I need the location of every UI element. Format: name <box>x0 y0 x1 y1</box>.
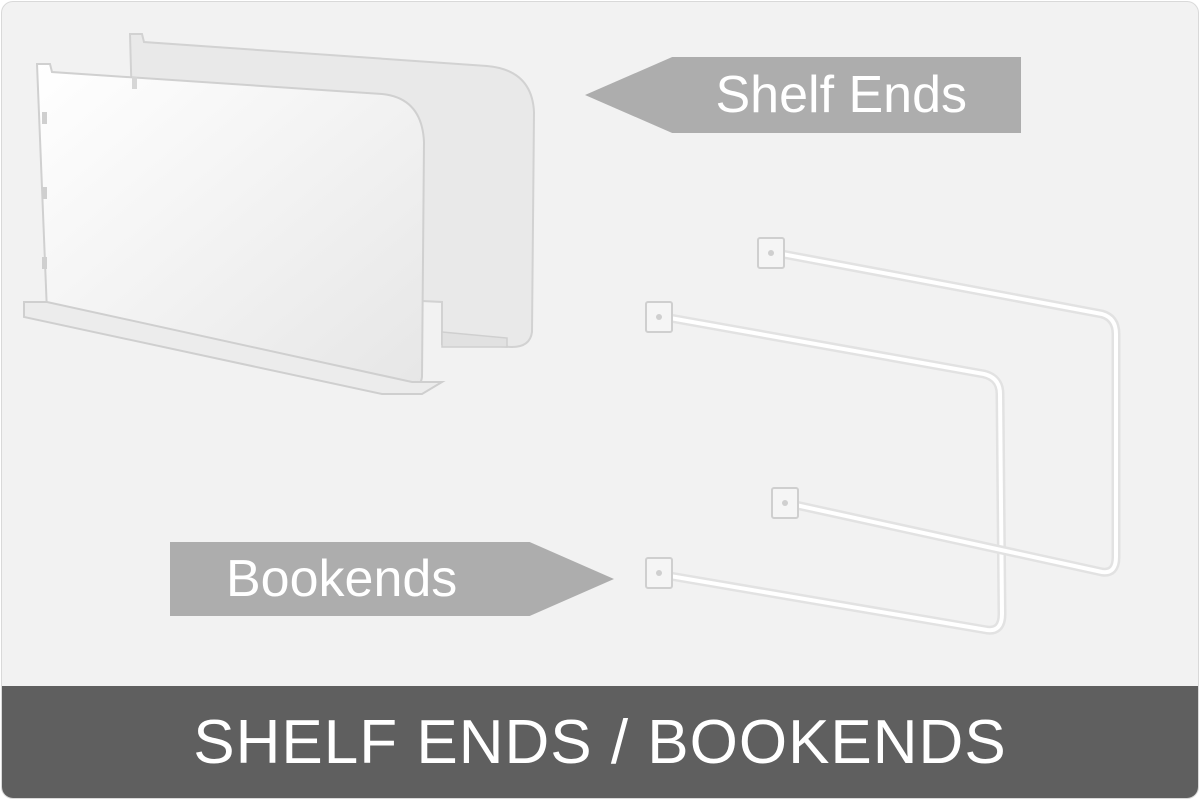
shelf-ends-label: Shelf Ends <box>715 66 968 124</box>
bookend-mount-blocks <box>645 237 799 589</box>
bookends-arrow-tag: Bookends <box>170 542 614 616</box>
shelf-ends-arrow-tag: Shelf Ends <box>585 57 1021 133</box>
bookend-wire-back-image <box>777 249 1121 577</box>
footer-title: SHELF ENDS / BOOKENDS <box>193 707 1007 777</box>
bookends-label: Bookends <box>226 550 458 608</box>
footer-bar: SHELF ENDS / BOOKENDS <box>2 686 1198 798</box>
shelf-end-plates-image <box>23 33 536 395</box>
product-illustration <box>23 33 1121 635</box>
